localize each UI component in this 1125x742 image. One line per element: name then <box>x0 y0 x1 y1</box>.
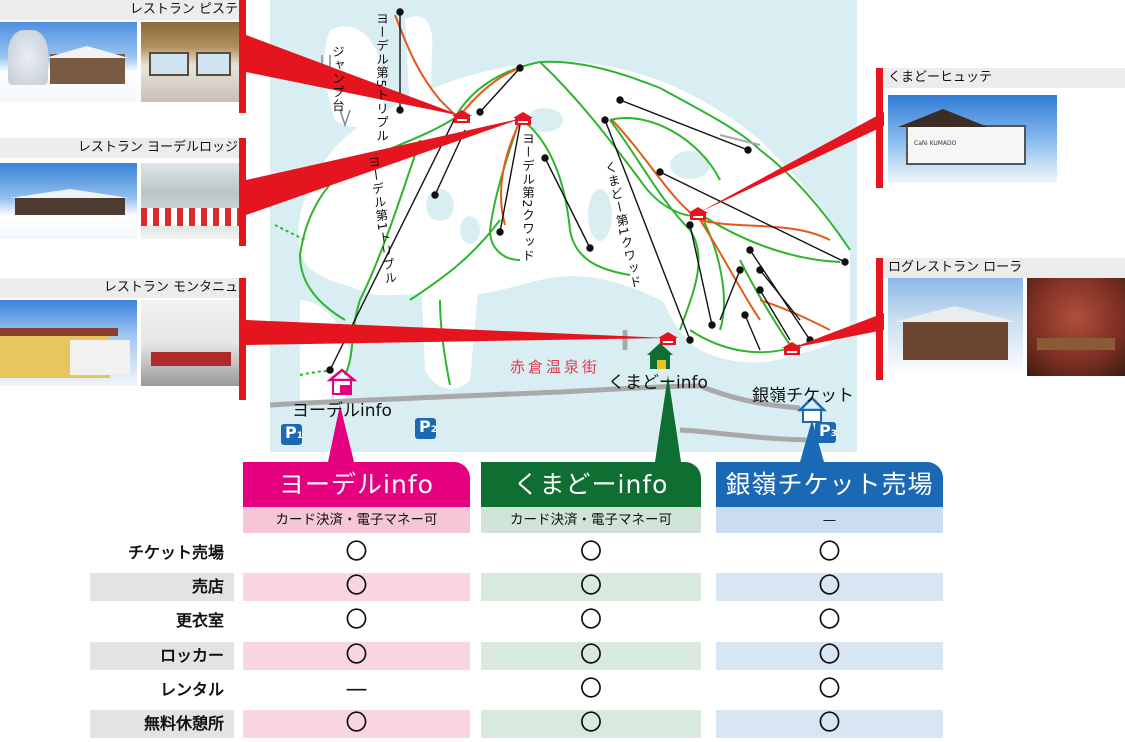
row-label-rest-area: 無料休憩所 <box>90 710 234 738</box>
card-accent-bar <box>239 138 246 246</box>
cell-locker-ginrei: 〇 <box>716 642 943 670</box>
lift-label-yodel-2: ヨーデル第2クワッド <box>520 132 535 263</box>
card-accent-bar <box>876 68 883 188</box>
restaurant-name: レストラン モンタニュ <box>0 278 246 298</box>
onsen-label: 赤倉温泉街 <box>510 358 601 376</box>
restaurant-name: レストラン ピステ <box>0 0 246 20</box>
cell-ticket-kumado: 〇 <box>579 540 602 565</box>
restaurant-card-yodel-lodge[interactable]: レストラン ヨーデルロッジ <box>0 138 246 246</box>
kumado-info-house-icon <box>647 343 673 369</box>
column-note-yodel: カード決済・電子マネー可 <box>243 507 470 533</box>
cell-rental-yodel: — <box>345 677 368 702</box>
row-label-locker: ロッカー <box>90 642 234 670</box>
restaurant-name: ログレストラン ローラ <box>876 258 1125 278</box>
restaurant-interior-photo <box>141 300 239 386</box>
column-header-yodel-info: ヨーデルinfo <box>243 462 470 507</box>
cell-shop-kumado: 〇 <box>481 573 701 601</box>
cell-changing-ginrei: 〇 <box>818 608 841 633</box>
restaurant-exterior-photo: Café KUMADO <box>888 95 1057 183</box>
ginrei-house-icon <box>796 396 828 423</box>
row-label-ticket: チケット売場 <box>127 543 224 562</box>
row-label-shop: 売店 <box>90 573 234 601</box>
column-header-kumado-info: くまどーinfo <box>481 462 701 507</box>
lift-label-yodel-5: ヨーデル第5トリプル <box>374 12 389 143</box>
yodel-info-label[interactable]: ヨーデルinfo <box>292 401 392 421</box>
parking-p2: P2 <box>419 417 437 436</box>
cell-shop-ginrei: 〇 <box>716 573 943 601</box>
cell-ticket-ginrei: 〇 <box>818 540 841 565</box>
card-accent-bar <box>876 258 883 380</box>
cell-ticket-yodel: 〇 <box>345 540 368 565</box>
column-header-ginrei: 銀嶺チケット売場 <box>716 462 943 507</box>
ginrei-ticket-label[interactable]: 銀嶺チケット <box>752 386 854 406</box>
restaurant-card-laura[interactable]: ログレストラン ローラ <box>876 258 1125 380</box>
restaurant-exterior-photo <box>0 163 137 239</box>
cell-rental-kumado: 〇 <box>579 677 602 702</box>
restaurant-interior-photo <box>1027 278 1125 376</box>
parking-p1: P1 <box>285 423 303 442</box>
jump-hill-label: ジャンプ台 <box>330 45 345 113</box>
cafe-sign: Café KUMADO <box>914 140 957 147</box>
yodel-info-house-icon <box>326 368 358 395</box>
yodel-callout-pointer <box>328 405 354 462</box>
column-note-ginrei: — <box>716 507 943 533</box>
cell-rest-yodel: 〇 <box>243 710 470 738</box>
restaurant-name: くまどーヒュッテ <box>876 68 1125 88</box>
cell-rest-ginrei: 〇 <box>716 710 943 738</box>
parking-icons <box>281 418 836 445</box>
cell-locker-yodel: 〇 <box>243 642 470 670</box>
restaurant-interior-photo <box>141 22 239 102</box>
restaurant-exterior-photo <box>0 300 137 386</box>
card-accent-bar <box>239 278 246 400</box>
cell-rest-kumado: 〇 <box>481 710 701 738</box>
cell-rental-ginrei: 〇 <box>818 677 841 702</box>
cell-locker-kumado: 〇 <box>481 642 701 670</box>
row-label-rental: レンタル <box>159 680 224 699</box>
row-label-changing-room: 更衣室 <box>175 611 224 630</box>
cell-changing-kumado: 〇 <box>579 608 602 633</box>
kumado-callout-pointer <box>655 375 681 462</box>
restaurant-pointers <box>246 35 884 348</box>
restaurant-card-piste[interactable]: レストラン ピステ <box>0 0 246 113</box>
cell-shop-yodel: 〇 <box>243 573 470 601</box>
cell-changing-yodel: 〇 <box>345 608 368 633</box>
restaurant-card-kumado-hutte[interactable]: くまどーヒュッテ Café KUMADO <box>876 68 1125 188</box>
restaurant-name: レストラン ヨーデルロッジ <box>0 138 246 158</box>
restaurant-interior-photo <box>141 163 239 239</box>
kumado-info-label[interactable]: くまどーinfo <box>608 373 708 393</box>
parking-p3: P3 <box>819 421 837 440</box>
restaurant-exterior-photo <box>888 278 1023 376</box>
restaurant-markers <box>452 110 802 355</box>
course-lines <box>298 60 851 386</box>
lift-lines <box>326 8 849 374</box>
restaurant-exterior-photo <box>0 22 137 102</box>
ginrei-callout-pointer <box>800 420 824 462</box>
restaurant-card-montagne[interactable]: レストラン モンタニュ <box>0 278 246 400</box>
card-accent-bar <box>239 0 246 113</box>
roads <box>269 330 821 443</box>
column-note-kumado: カード決済・電子マネー可 <box>481 507 701 533</box>
